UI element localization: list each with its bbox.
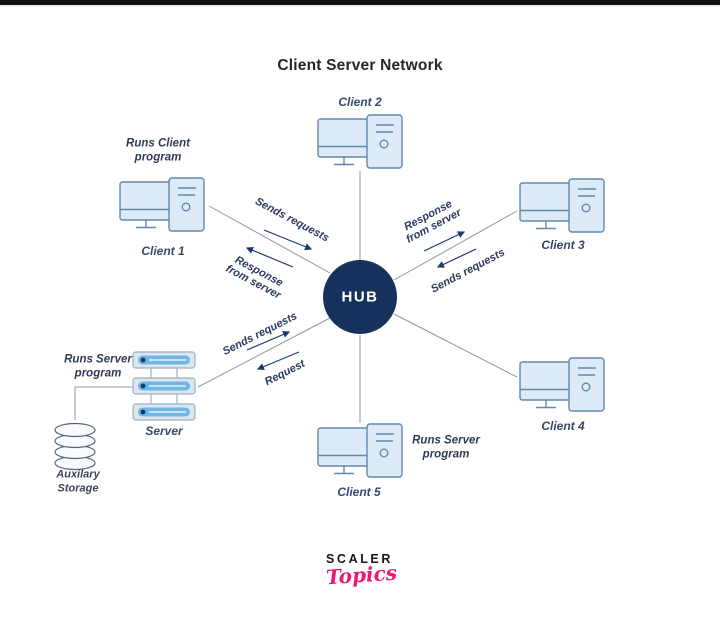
client1-label: Client 1 xyxy=(141,244,185,258)
arrow-server-to-hub xyxy=(246,331,291,351)
arrow-hub-to-client3 xyxy=(423,231,466,252)
client1-annotation: Runs Client program xyxy=(126,137,190,164)
client1-computer-icon xyxy=(119,177,205,232)
hub-label: HUB xyxy=(341,288,379,306)
client4-computer-icon xyxy=(519,357,605,412)
edge-hub-client4 xyxy=(393,313,518,378)
arrow-hub-to-server xyxy=(256,351,300,371)
client2-computer-icon xyxy=(317,114,403,169)
arrow-client1-to-hub xyxy=(263,229,313,251)
client2-label: Client 2 xyxy=(338,95,382,109)
arrow-hub-to-client1 xyxy=(245,246,294,268)
client5-computer-icon xyxy=(317,423,403,478)
auxiliary-storage-icon xyxy=(54,422,96,471)
hub-circle xyxy=(323,260,397,334)
scaler-topics-logo: SCALER Topics xyxy=(325,552,398,590)
top-black-bar xyxy=(0,0,720,7)
edge-hub-client1 xyxy=(208,205,331,274)
arrow-client3-to-hub xyxy=(436,248,477,268)
client5-label: Client 5 xyxy=(337,485,381,499)
edge-server-storage xyxy=(74,386,133,420)
edge-hub-server xyxy=(197,317,331,388)
server-annotation: Runs Server program xyxy=(64,353,132,380)
client4-label: Client 4 xyxy=(541,419,585,433)
page-title: Client Server Network xyxy=(277,57,443,74)
logo-brand-text: SCALER xyxy=(326,552,393,566)
client3-computer-icon xyxy=(519,178,605,233)
edge-hub-client3 xyxy=(393,210,518,281)
storage-label: Auxilary Storage xyxy=(56,468,100,495)
server-label: Server xyxy=(145,424,183,438)
client3-label: Client 3 xyxy=(541,238,585,252)
server-rack-icon xyxy=(132,351,196,421)
logo-sub-text: Topics xyxy=(325,560,398,590)
client5-annotation: Runs Server program xyxy=(412,434,480,461)
